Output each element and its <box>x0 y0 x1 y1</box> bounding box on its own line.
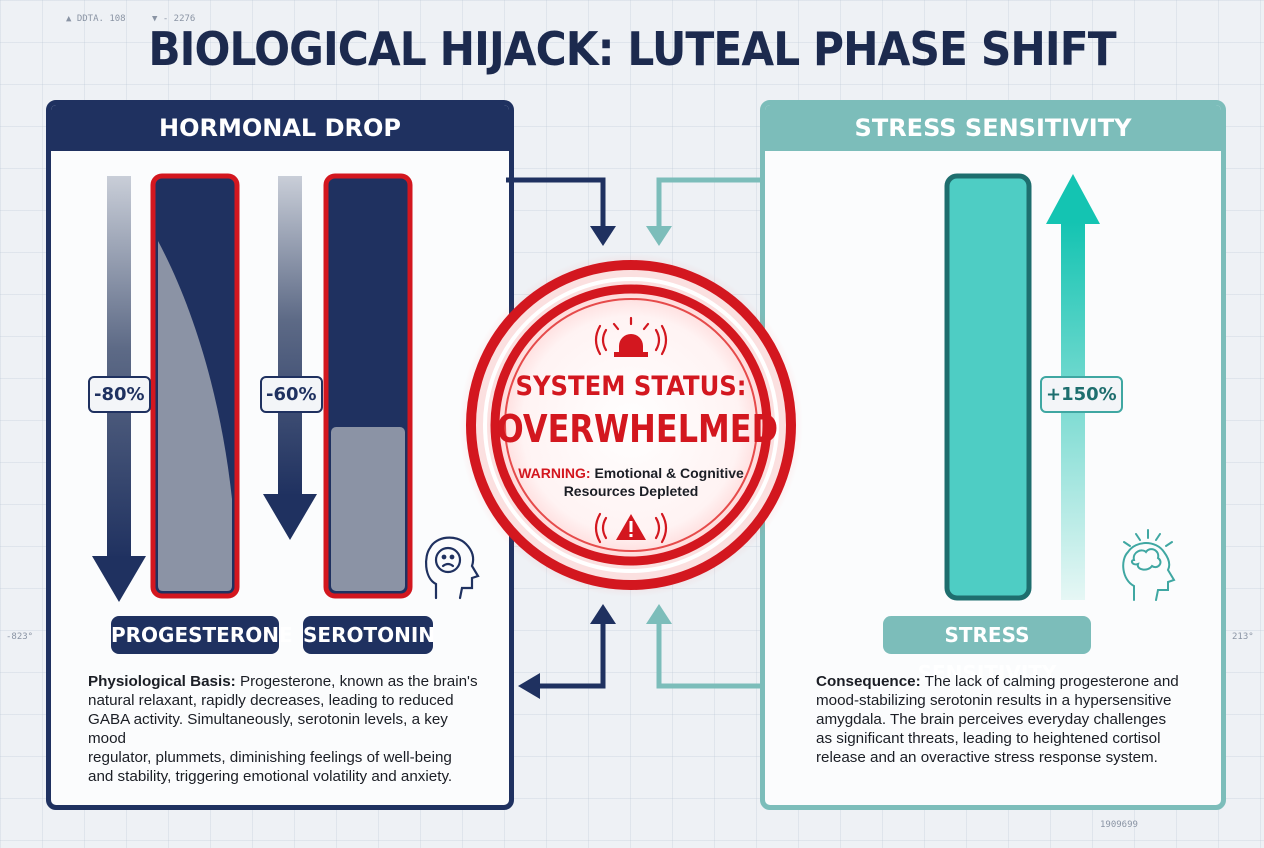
warning-triangle-icon <box>594 512 668 544</box>
consequence-label: Consequence: <box>816 673 921 690</box>
stress-level-bar <box>944 173 1032 601</box>
left-para-line-1: Progesterone, known as the brain's <box>239 673 478 690</box>
right-para-line-4: as significant threats, leading to heigh… <box>816 730 1161 747</box>
left-para-line-5: and stability, triggering emotional vola… <box>88 768 453 785</box>
page-title: BIOLOGICAL HIJACK: LUTEAL PHASE SHIFT <box>148 22 1116 76</box>
consequence-text: Consequence: The lack of calming progest… <box>816 672 1206 767</box>
connector-top-right <box>646 177 760 246</box>
status-line-2: OVERWHELMED <box>496 407 779 451</box>
progesterone-label: PROGESTERONE <box>111 616 293 654</box>
stress-sensitivity-header: STRESS SENSITIVITY <box>765 105 1221 151</box>
stress-sensitivity-label: STRESS SENSITIVITY <box>883 616 1091 685</box>
progesterone-down-arrow <box>92 176 146 602</box>
right-para-line-1: The lack of calming progesterone and <box>924 673 1179 690</box>
stress-change-label: +150% <box>1040 376 1123 413</box>
warning-message: WARNING: Emotional & Cognitive Resources… <box>491 464 771 500</box>
warning-label: WARNING: <box>518 465 591 481</box>
physiological-basis-label: Physiological Basis: <box>88 673 236 690</box>
physiological-basis-text: Physiological Basis: Progesterone, known… <box>88 672 488 786</box>
warning-badge <box>459 253 803 597</box>
right-para-line-5: release and an overactive stress respons… <box>816 749 1158 766</box>
sad-head-icon <box>424 536 480 600</box>
brain-head-icon <box>1122 529 1176 601</box>
meta-side-right: 213° <box>1232 632 1254 642</box>
meta-readout-b: ▼ - 2276 <box>152 14 196 24</box>
meta-readout-a: ▲ DDTA. 108 <box>66 14 126 24</box>
left-para-line-4: regulator, plummets, diminishing feeling… <box>88 749 452 766</box>
serotonin-label: SEROTONIN <box>303 616 435 654</box>
right-para-line-2: mood-stabilizing serotonin results in a … <box>816 692 1172 709</box>
warning-text-1: Emotional & Cognitive <box>594 465 744 481</box>
meta-side-left: -823° <box>6 632 34 642</box>
connector-top-left <box>506 177 616 246</box>
right-para-line-3: amygdala. The brain perceives everyday c… <box>816 711 1167 728</box>
warning-text-2: Resources Depleted <box>563 483 699 499</box>
meta-bottom-right: 1909699 <box>1100 820 1138 830</box>
hormonal-drop-header: HORMONAL DROP <box>51 105 509 151</box>
connector-bottom-right <box>646 604 760 689</box>
serotonin-level-bar <box>323 173 413 599</box>
serotonin-down-arrow <box>263 176 317 540</box>
progesterone-change-label: -80% <box>88 376 151 413</box>
connector-bottom-left <box>518 604 616 699</box>
progesterone-level-bar <box>150 173 240 599</box>
alarm-light-icon <box>594 316 668 357</box>
status-line-1: SYSTEM STATUS: <box>515 371 747 402</box>
left-para-line-3: GABA activity. Simultaneously, serotonin… <box>88 711 448 747</box>
serotonin-change-label: -60% <box>260 376 323 413</box>
left-para-line-2: natural relaxant, rapidly decreases, lea… <box>88 692 454 709</box>
